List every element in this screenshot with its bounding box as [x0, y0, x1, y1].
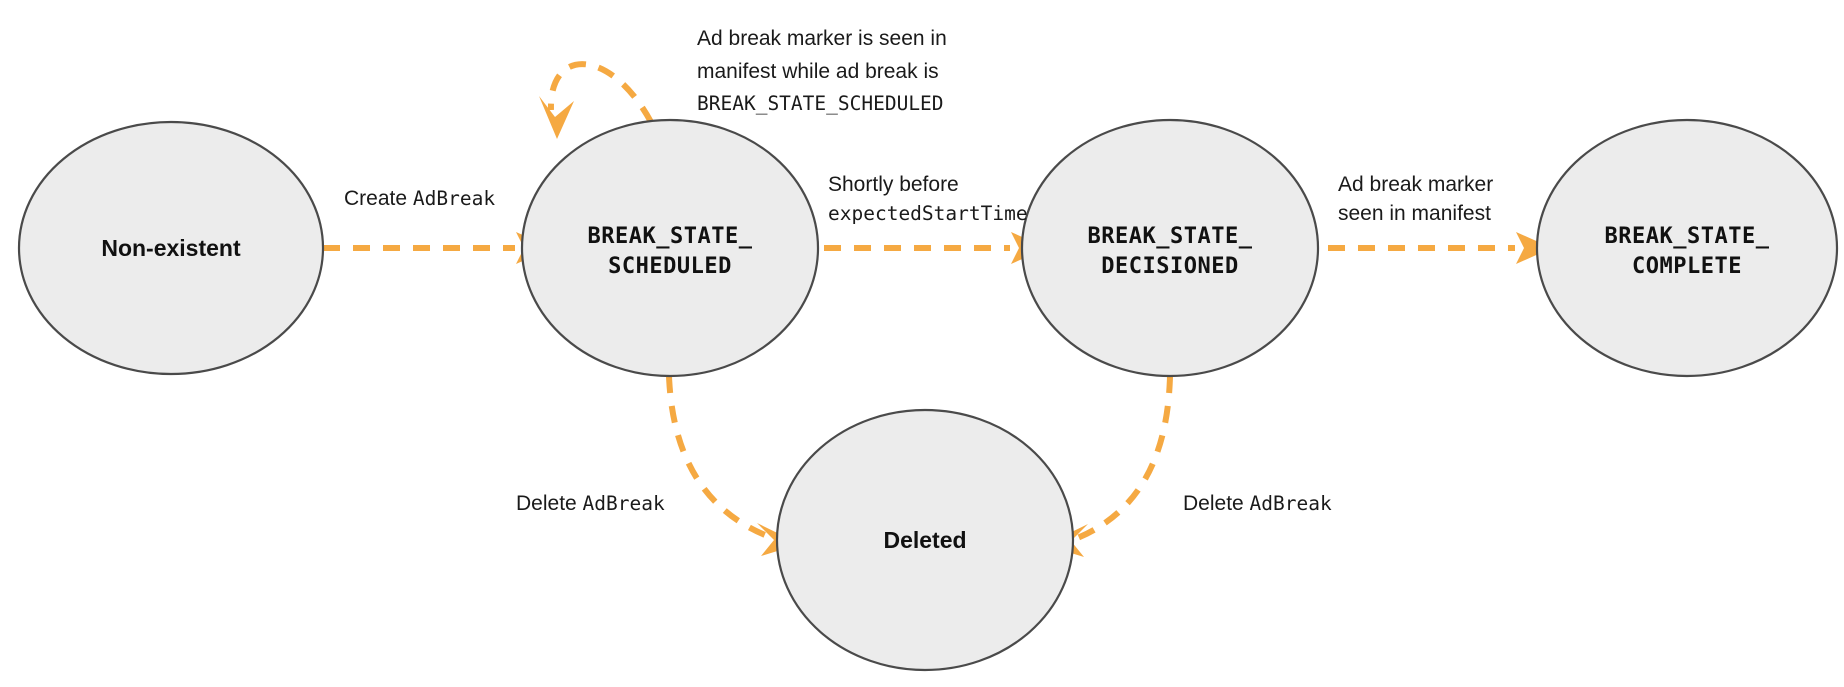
- edge-decisioned-to-complete: [1328, 232, 1552, 264]
- node-break-state-complete-shape[interactable]: [1535, 118, 1839, 378]
- node-break-state-scheduled-label-line2: SCHEDULED: [608, 254, 732, 279]
- edge-label-scheduled-to-deleted-part-0: Delete: [516, 492, 583, 515]
- node-break-state-decisioned-label-line2: DECISIONED: [1101, 254, 1238, 279]
- edge-label-decisioned-to-complete-line-0: Ad break marker: [1338, 173, 1493, 196]
- edge-decisioned-to-complete-arrowhead: [1516, 232, 1552, 264]
- edge-label-create-adbreak-part-0: Create: [344, 187, 413, 210]
- edge-label-decisioned-to-deleted-part-1: AdBreak: [1250, 492, 1332, 515]
- node-deleted-shape[interactable]: [775, 408, 1075, 672]
- node-non-existent-label-line1: Non-existent: [101, 235, 241, 261]
- edge-label-scheduled-to-deleted-text: Delete AdBreak: [516, 492, 665, 515]
- edge-label-decisioned-to-deleted-part-0: Delete: [1183, 492, 1250, 515]
- node-break-state-scheduled-label-line1: BREAK_STATE_: [588, 224, 753, 249]
- edge-label-create-adbreak-part-1: AdBreak: [413, 187, 495, 210]
- node-break-state-scheduled-shape[interactable]: [520, 118, 820, 378]
- edge-create-adbreak: [323, 232, 552, 264]
- edge-label-scheduled-to-deleted: Delete AdBreak: [516, 492, 665, 515]
- edge-label-scheduled-self-loop-line-1: manifest while ad break is: [697, 60, 939, 83]
- edge-scheduled-self-loop-arrowhead: [539, 96, 574, 139]
- node-break-state-complete[interactable]: BREAK_STATE_ COMPLETE: [1535, 118, 1839, 378]
- node-break-state-complete-label-line2: COMPLETE: [1632, 254, 1742, 279]
- edge-label-scheduled-to-decisioned: Shortly before expectedStartTime: [828, 173, 1028, 225]
- edge-label-scheduled-to-deleted-part-1: AdBreak: [583, 492, 665, 515]
- node-deleted-label-line1: Deleted: [883, 527, 966, 553]
- node-deleted[interactable]: Deleted: [775, 408, 1075, 672]
- node-break-state-decisioned-shape[interactable]: [1020, 118, 1320, 378]
- edge-scheduled-to-deleted-line: [666, 375, 772, 540]
- edge-label-scheduled-to-decisioned-line-1: expectedStartTime: [828, 202, 1028, 225]
- edge-label-create-adbreak-text: Create AdBreak: [344, 187, 495, 210]
- node-break-state-decisioned[interactable]: BREAK_STATE_ DECISIONED: [1020, 118, 1320, 378]
- node-non-existent[interactable]: Non-existent: [17, 120, 325, 376]
- edge-scheduled-self-loop: [539, 61, 654, 139]
- node-break-state-scheduled[interactable]: BREAK_STATE_ SCHEDULED: [520, 118, 820, 378]
- edge-label-decisioned-to-deleted: Delete AdBreak: [1183, 492, 1332, 515]
- edge-label-decisioned-to-deleted-text: Delete AdBreak: [1183, 492, 1332, 515]
- edge-label-decisioned-to-complete: Ad break marker seen in manifest: [1338, 173, 1493, 225]
- node-break-state-decisioned-label-line1: BREAK_STATE_: [1088, 224, 1253, 249]
- edge-label-decisioned-to-complete-line-1: seen in manifest: [1338, 202, 1491, 225]
- edge-label-scheduled-to-decisioned-line-0: Shortly before: [828, 173, 959, 196]
- node-break-state-complete-label-line1: BREAK_STATE_: [1605, 224, 1770, 249]
- edge-label-scheduled-self-loop-line-2: BREAK_STATE_SCHEDULED: [697, 92, 944, 115]
- edge-scheduled-to-decisioned: [824, 232, 1047, 264]
- edge-label-scheduled-self-loop-line-0: Ad break marker is seen in: [697, 27, 947, 50]
- node-non-existent-shape[interactable]: [17, 120, 325, 376]
- edge-decisioned-to-deleted-line: [1073, 375, 1173, 542]
- edge-scheduled-self-loop-line: [547, 61, 654, 124]
- edge-label-scheduled-self-loop: Ad break marker is seen in manifest whil…: [697, 27, 947, 115]
- edge-label-create-adbreak: Create AdBreak: [344, 187, 495, 210]
